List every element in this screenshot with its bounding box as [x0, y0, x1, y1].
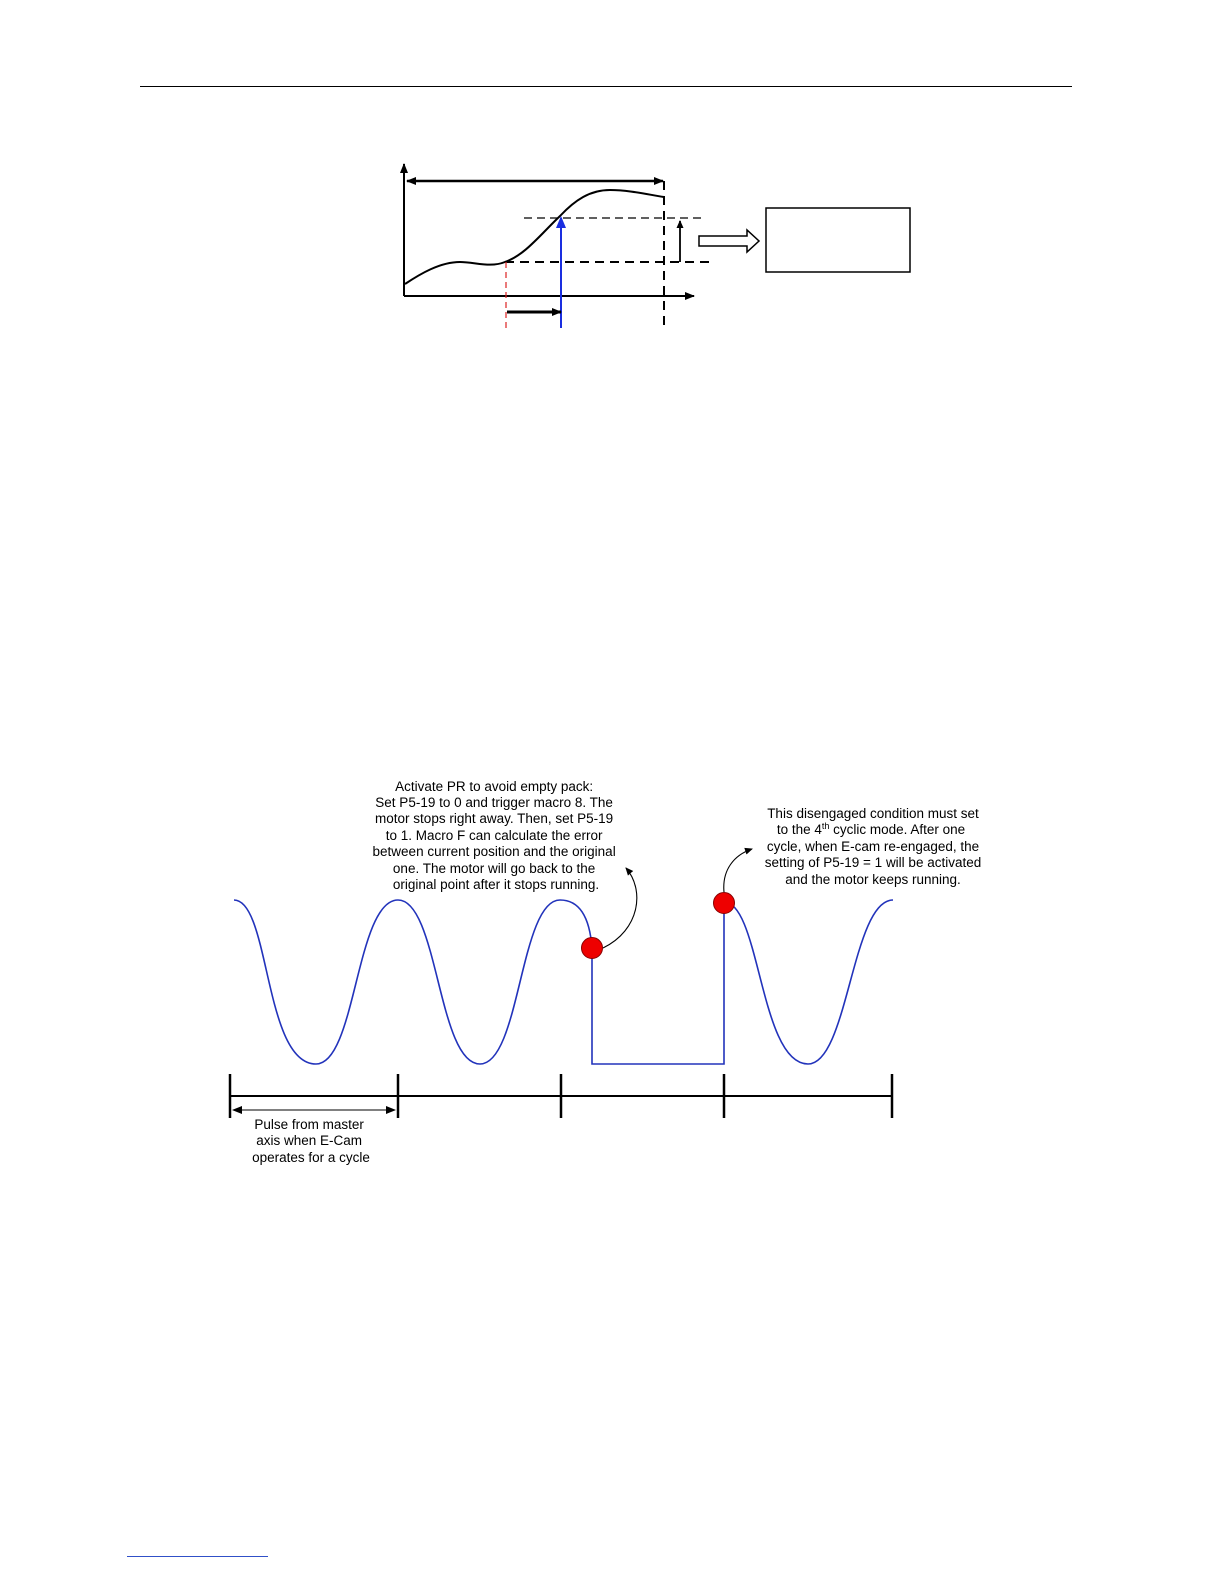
pulse-label: Pulse from master axis when E-Cam operat… [252, 1117, 370, 1165]
note-left-line: original point after it stops running. [393, 877, 599, 892]
right-callout-arrow [723, 847, 753, 893]
note-left-line: Set P5-19 to 0 and trigger macro 8. The [375, 795, 613, 810]
note-left-line: one. The motor will go back to the [393, 861, 595, 876]
ecam-disengage-diagram: Activate PR to avoid empty pack: Set P5-… [228, 779, 982, 1165]
output-box [765, 207, 911, 273]
note-right-line: setting of P5-19 = 1 will be activated [765, 855, 982, 870]
note-right-line: This disengaged condition must set [767, 806, 979, 821]
cam-profile-curve [404, 188, 665, 285]
pulse-label-line: operates for a cycle [252, 1150, 370, 1165]
footer-link-underline[interactable] [127, 1556, 268, 1557]
timeline [228, 1074, 894, 1118]
cam-profile-diagram [400, 163, 911, 328]
note-right-line: to the 4th cyclic mode. After one [777, 821, 965, 837]
hollow-right-arrow [698, 228, 761, 254]
reengage-marker [713, 892, 735, 914]
note-left-line: Activate PR to avoid empty pack: [395, 779, 593, 794]
header-rule [140, 86, 1072, 87]
motor-waveform [233, 899, 894, 1065]
left-callout-arrow [602, 867, 638, 949]
note-left: Activate PR to avoid empty pack: Set P5-… [373, 779, 620, 892]
note-right-line: and the motor keeps running. [785, 872, 961, 887]
note-left-line: motor stops right away. Then, set P5-19 [375, 811, 613, 826]
disengage-marker [581, 937, 603, 959]
pulse-label-line: Pulse from master [254, 1117, 364, 1132]
pulse-label-line: axis when E-Cam [256, 1133, 362, 1148]
note-right-line: cycle, when E-cam re-engaged, the [767, 839, 979, 854]
note-left-line: between current position and the origina… [373, 844, 616, 859]
note-left-line: to 1. Macro F can calculate the error [386, 828, 603, 843]
